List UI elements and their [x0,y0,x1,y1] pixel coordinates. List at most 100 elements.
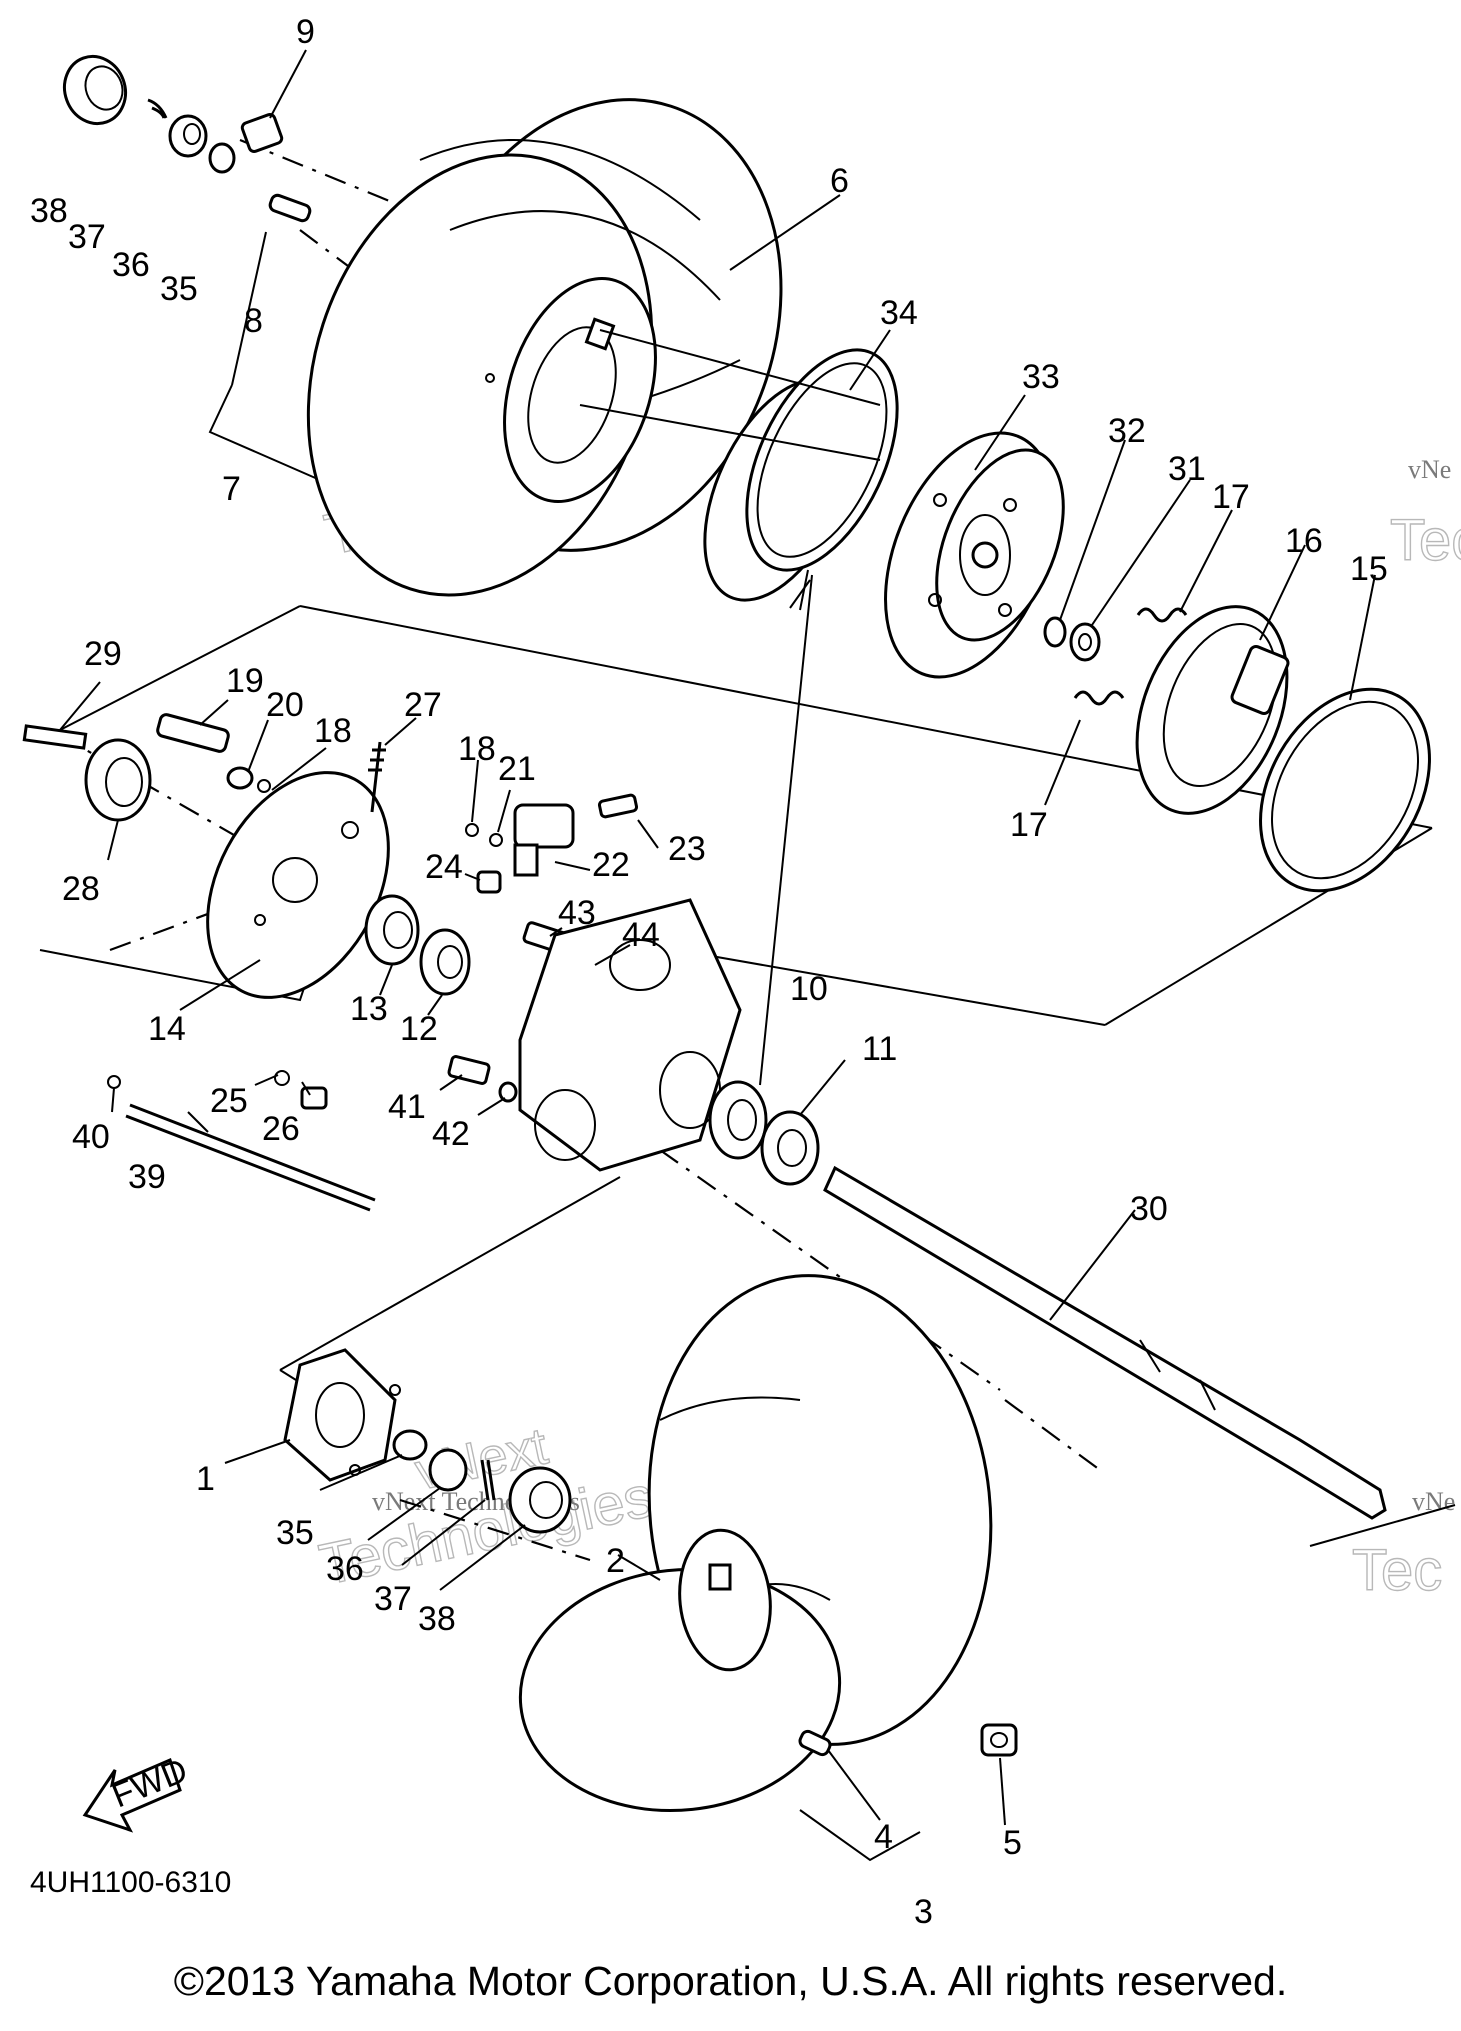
callout-36-bottom: 36 [326,1550,364,1588]
drum-cover [579,329,899,602]
snap-ring-32 [1043,616,1067,648]
callout-22: 22 [592,846,630,884]
callout-1: 1 [196,1460,215,1498]
callout-3: 3 [914,1893,933,1931]
wheel-hub-1 [283,1348,401,1482]
rear-wheel-tire-left [306,98,783,597]
bearing-housing-28 [84,738,152,822]
callout-38-bottom: 38 [418,1600,456,1638]
callout-30: 30 [1130,1190,1168,1228]
callout-35-bottom: 35 [276,1514,314,1552]
callout-6: 6 [830,162,849,200]
cap-38-bottom [508,1466,572,1534]
cam-lever-22 [513,803,575,877]
callout-38-top: 38 [30,192,68,230]
brake-drum [884,431,1065,679]
seal-13 [364,894,420,966]
callout-27: 27 [404,686,442,724]
rod-39 [125,1103,376,1212]
nut-5 [980,1723,1018,1757]
callout-19: 19 [226,662,264,700]
nut-36-bottom [428,1448,468,1492]
clip-21 [489,833,503,847]
axle-housing [518,898,742,1172]
bolt-29 [22,724,88,750]
stud-bolt-8 [268,193,312,223]
seal-11 [760,1110,820,1186]
callout-36-top: 36 [112,246,150,284]
callout-numbers: 9 38 37 36 35 8 7 6 34 33 32 31 17 16 15… [30,13,1388,1931]
svg-text:vNe: vNe [1408,455,1451,484]
callout-35-top: 35 [160,270,198,308]
callout-24: 24 [425,848,463,886]
callout-17-top: 17 [1212,478,1250,516]
svg-text:Tec: Tec [1352,1538,1442,1603]
svg-text:Tec: Tec [1390,508,1461,573]
callout-13: 13 [350,990,388,1028]
callout-40: 40 [72,1118,110,1156]
leader-lines [59,49,1376,1826]
callout-20: 20 [266,686,304,724]
o-ring-25 [274,1070,290,1086]
o-ring-18-left [257,779,271,793]
brake-panel-14 [206,771,390,999]
callout-4: 4 [874,1818,893,1856]
cotter-pin-37-bottom [480,1459,496,1501]
nut-9 [240,112,284,154]
callout-25: 25 [210,1082,248,1120]
washer-20 [226,766,254,790]
brake-shoe [1135,605,1290,815]
bolt-26 [300,1086,328,1110]
seal-ring-15 [1259,687,1431,893]
callout-18-left: 18 [314,712,352,750]
fwd-arrow-icon: FWD [82,1751,193,1833]
callout-26: 26 [262,1110,300,1148]
washer-31 [1069,622,1101,662]
callout-7: 7 [222,470,241,508]
callout-8: 8 [244,302,263,340]
callout-9: 9 [296,13,315,51]
nut-24 [476,870,502,894]
valve-4 [798,1729,832,1757]
rear-axle-30 [823,1165,1387,1520]
callout-29: 29 [84,635,122,673]
spring-27 [368,741,386,813]
callout-37-top: 37 [68,218,106,256]
callout-12: 12 [400,1010,438,1048]
callout-14: 14 [148,1010,186,1048]
callout-44: 44 [622,916,660,954]
callout-17-bottom: 17 [1010,806,1048,844]
callout-2: 2 [606,1542,625,1580]
callout-10: 10 [790,970,828,1008]
svg-text:FWD: FWD [107,1751,193,1815]
callout-33: 33 [1022,358,1060,396]
callout-32: 32 [1108,412,1146,450]
rear-wheel-tire-right [518,1274,993,1813]
callout-39: 39 [128,1158,166,1196]
callout-5: 5 [1003,1824,1022,1862]
spring-17-top [1136,607,1188,623]
bearing-12 [419,928,471,996]
spring-17-bottom [1073,690,1125,706]
o-ring-18-right [465,823,479,837]
bolt-23 [597,793,639,819]
washer-42 [498,1081,518,1103]
callout-28: 28 [62,870,100,908]
callout-34: 34 [880,294,918,332]
bolt-19 [156,713,230,753]
cap-38-top [63,54,127,126]
nut-36-top [168,114,208,158]
washer-35-top [208,142,236,174]
callout-18-right: 18 [458,730,496,768]
callout-42: 42 [432,1115,470,1153]
callout-23: 23 [668,830,706,868]
callout-21: 21 [498,750,536,788]
callout-11: 11 [862,1030,897,1068]
callout-16: 16 [1285,522,1323,560]
washer-35-bottom [392,1429,428,1461]
callout-37-bottom: 37 [374,1580,412,1618]
bearing-10 [708,1080,768,1160]
callout-15: 15 [1350,550,1388,588]
copyright-notice: ©2013 Yamaha Motor Corporation, U.S.A. A… [173,1958,1288,2004]
